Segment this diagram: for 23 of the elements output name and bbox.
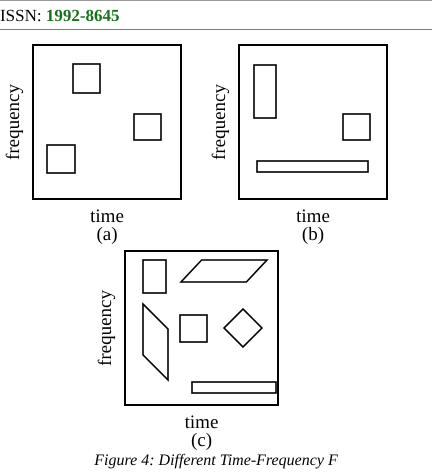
rectangle-shape	[257, 161, 368, 172]
square-shape	[47, 145, 75, 173]
square-shape	[180, 315, 207, 342]
axis-label: frequency	[210, 84, 229, 160]
rectangle-shape	[254, 65, 276, 118]
axis-label: frequency	[4, 84, 23, 160]
axis-label: time	[184, 413, 220, 432]
header-text: ISSN: 1992-8645	[0, 6, 120, 26]
square-shape	[134, 114, 161, 140]
rectangle-shape	[143, 260, 166, 293]
axis-label: time	[295, 207, 331, 226]
rectangle-shape	[192, 382, 276, 393]
panel-label: (a)	[95, 225, 119, 244]
square-shape	[73, 64, 100, 93]
axis-label: frequency	[96, 290, 115, 366]
panel-label: (b)	[300, 225, 326, 244]
panel-label: (c)	[190, 431, 214, 450]
square-shape	[343, 114, 370, 140]
axis-label: time	[89, 207, 125, 226]
parallelogram-shape	[143, 304, 168, 380]
figure-caption: Figure 4: Different Time-Frequency F	[93, 452, 339, 470]
parallelogram-shape	[181, 260, 267, 282]
diamond-shape	[224, 309, 262, 347]
